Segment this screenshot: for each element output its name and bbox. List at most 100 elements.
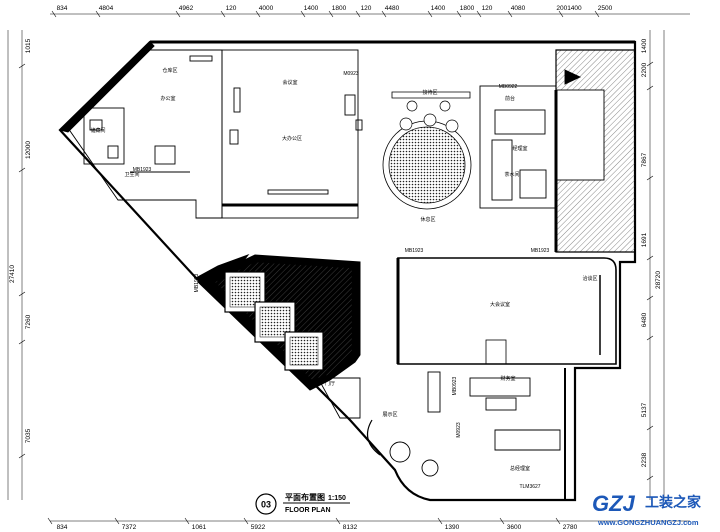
left-dimension-label: 7035 bbox=[25, 428, 32, 443]
right-dimension-label: 1691 bbox=[641, 232, 648, 247]
room-top-left bbox=[67, 49, 223, 219]
dimension-tick bbox=[114, 517, 120, 525]
top-dimension-label: 2001400 bbox=[556, 5, 582, 12]
lounge-circle-area bbox=[382, 91, 472, 210]
dimension-tick bbox=[47, 517, 53, 525]
dimension-tick bbox=[18, 167, 26, 173]
dimension-tick bbox=[18, 63, 26, 69]
top-dimension-label: 120 bbox=[482, 5, 493, 12]
exterior-walls bbox=[58, 40, 637, 502]
dimension-tick bbox=[300, 10, 306, 18]
dimension-tick bbox=[18, 339, 26, 345]
dimension-tick bbox=[646, 175, 654, 181]
title-number: 03 bbox=[261, 500, 271, 510]
logo-mark: GZJ bbox=[592, 491, 636, 516]
room-label: 办公室 bbox=[160, 95, 175, 102]
dimension-tick bbox=[646, 85, 654, 91]
room-label: 洽谈区 bbox=[582, 275, 597, 282]
dimension-tick bbox=[558, 10, 564, 18]
door-label: MB1923 bbox=[405, 248, 424, 254]
dimension-tick bbox=[18, 453, 26, 459]
top-dimension-label: 4804 bbox=[99, 5, 114, 12]
dimension-tick bbox=[476, 10, 482, 18]
dimension-tick bbox=[51, 10, 57, 18]
room-meeting-top bbox=[221, 49, 363, 219]
room-label: 休息区 bbox=[420, 216, 435, 223]
dimension-tick bbox=[255, 10, 261, 18]
top-dimension-label: 834 bbox=[57, 5, 68, 12]
room-label: 前台 bbox=[505, 95, 515, 102]
room-label: 门厅 bbox=[325, 380, 335, 387]
right-dimension-label: 2200 bbox=[641, 62, 648, 77]
top-dimension-label: 1400 bbox=[304, 5, 319, 12]
bottom-dimension-label: 3600 bbox=[507, 524, 522, 531]
top-dimension-label: 4480 bbox=[385, 5, 400, 12]
dimension-tick bbox=[328, 10, 334, 18]
door-label: M0923 bbox=[343, 71, 359, 77]
right-dimension-label: 5137 bbox=[641, 402, 648, 417]
dimension-tick bbox=[335, 517, 341, 525]
left-dimension-labels: 1015 12000 27410 7260 7035 bbox=[9, 38, 32, 443]
dimension-lines bbox=[7, 13, 690, 522]
dimension-tick bbox=[594, 10, 600, 18]
top-dimension-label: 4000 bbox=[259, 5, 274, 12]
service-core bbox=[197, 254, 361, 391]
room-label: 卫生间 bbox=[124, 171, 139, 178]
left-dimension-label: 1015 bbox=[25, 38, 32, 53]
top-dimension-label: 120 bbox=[226, 5, 237, 12]
right-dimension-label: 7867 bbox=[641, 152, 648, 167]
watermark-logo: GZJ 工装之家 www.GONGZHUANGZJ.com bbox=[592, 491, 702, 527]
dimension-tick bbox=[220, 10, 226, 18]
bottom-dimension-label: 8132 bbox=[343, 524, 358, 531]
top-dimension-label: 4962 bbox=[179, 5, 194, 12]
dimension-tick bbox=[507, 10, 513, 18]
dimension-ticks bbox=[18, 10, 654, 525]
room-label: 会议室 bbox=[282, 79, 297, 86]
room-label: 仓库区 bbox=[162, 67, 177, 74]
dimension-tick bbox=[456, 10, 462, 18]
title-number-circle bbox=[255, 493, 277, 515]
right-dimension-label: 1400 bbox=[641, 38, 648, 53]
logo-url: www.GONGZHUANGZJ.com bbox=[597, 518, 699, 527]
left-dimension-label: 7260 bbox=[25, 314, 32, 329]
room-label: 接待区 bbox=[422, 89, 437, 96]
right-dimension-label: 2238 bbox=[641, 452, 648, 467]
bottom-dimension-label: 2780 bbox=[563, 524, 578, 531]
bottom-dimension-label: 7372 bbox=[122, 524, 137, 531]
room-large-office bbox=[396, 257, 617, 365]
room-label: 财务室 bbox=[500, 375, 515, 382]
door-label: MB0923 bbox=[452, 376, 458, 395]
left-dimension-label: 12000 bbox=[25, 141, 32, 159]
door-label: MB1923 bbox=[531, 248, 550, 254]
bottom-dimension-label: 1390 bbox=[445, 524, 460, 531]
title-chinese: 平面布置图 bbox=[285, 492, 325, 502]
room-label: 大办公区 bbox=[282, 135, 302, 142]
top-dimension-label: 1800 bbox=[460, 5, 475, 12]
dimension-tick bbox=[646, 295, 654, 301]
right-dimension-label: 6480 bbox=[641, 312, 648, 327]
left-dimension-label: 27410 bbox=[9, 265, 16, 283]
top-dimension-label: 2500 bbox=[598, 5, 613, 12]
dimension-tick bbox=[499, 517, 505, 525]
top-dimension-label: 120 bbox=[361, 5, 372, 12]
dimension-tick bbox=[18, 291, 26, 297]
dimension-tick bbox=[427, 10, 433, 18]
room-label: 储藏间 bbox=[90, 127, 105, 134]
dimension-tick bbox=[243, 517, 249, 525]
door-label: M0923 bbox=[456, 422, 462, 438]
door-label: MB1923 bbox=[194, 273, 200, 292]
dimension-tick bbox=[184, 517, 190, 525]
top-dimension-label: 4080 bbox=[511, 5, 526, 12]
top-dimension-label: 1400 bbox=[431, 5, 446, 12]
room-label: 经理室 bbox=[512, 145, 527, 152]
room-label: 大会议室 bbox=[490, 301, 510, 308]
logo-chinese: 工装之家 bbox=[645, 494, 702, 511]
bottom-dimension-label: 5922 bbox=[251, 524, 266, 531]
bottom-dimension-label: 1061 bbox=[192, 524, 207, 531]
dimension-tick bbox=[355, 10, 361, 18]
